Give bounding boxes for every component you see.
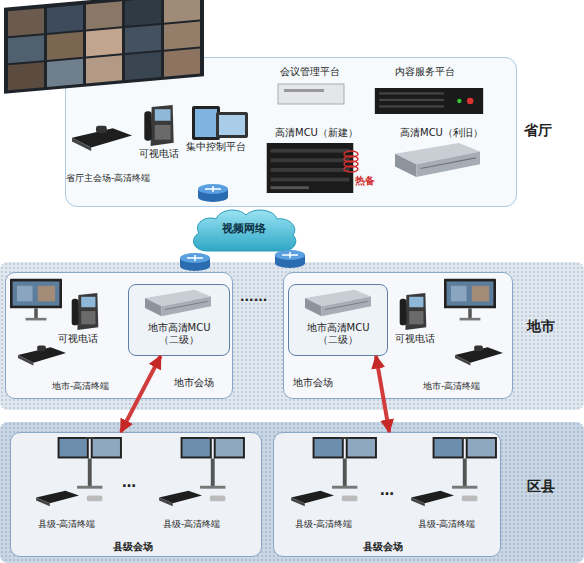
collage-tile	[125, 52, 161, 80]
collage-tile	[47, 59, 83, 87]
collage-tile	[86, 28, 122, 56]
collage-tile	[8, 8, 44, 36]
device-label: 地市-高清终端	[52, 381, 109, 392]
collage-tile	[86, 55, 122, 83]
content-server	[375, 88, 483, 114]
node-label: 地市高清MCU （二级）	[139, 322, 219, 346]
node-label: 地市会场	[293, 377, 333, 389]
router-icon	[275, 250, 305, 268]
device-label: 高清MCU（新建）	[275, 127, 358, 139]
device-label: ......	[240, 290, 267, 304]
device-label: 县级-高清终端	[38, 519, 95, 530]
device-label: 县级-高清终端	[418, 519, 475, 530]
device-label: 可视电话	[139, 148, 179, 160]
collage-tile	[164, 49, 200, 77]
device-label: 可视电话	[58, 333, 98, 345]
device-label: …	[122, 474, 136, 491]
device-label: 会议管理平台	[280, 66, 340, 78]
node-label: 县级会场	[113, 541, 153, 553]
node-label: 县级会场	[363, 541, 403, 553]
collage-tile	[164, 0, 200, 23]
device-label: 集中控制平台	[186, 141, 246, 153]
device-label: 县级-高清终端	[295, 519, 352, 530]
router-icon	[198, 184, 228, 202]
tablet-icon	[192, 106, 220, 140]
collage-tile	[47, 5, 83, 33]
collage-tile	[47, 32, 83, 60]
device-label: 内容服务平台	[395, 66, 455, 78]
management-device	[278, 84, 344, 104]
management-device	[284, 89, 324, 92]
device-label: 高清MCU（利旧）	[400, 127, 483, 139]
node-label: 地市会场	[174, 377, 214, 389]
router-icon	[180, 253, 210, 271]
device-label: 可视电话	[395, 333, 435, 345]
collage-tile	[164, 22, 200, 50]
node-label: 省厅	[524, 122, 552, 139]
tablet-icon	[216, 112, 248, 138]
node-label: 地市高清MCU （二级）	[298, 322, 378, 346]
node-label: 地市	[527, 318, 555, 335]
node-label: 区县	[527, 478, 555, 495]
collage-tile	[125, 0, 161, 26]
mcu-device	[267, 143, 354, 193]
collage-tile	[8, 62, 44, 90]
node-label: 视频网络	[188, 222, 300, 235]
collage-tile	[86, 1, 122, 29]
network-cloud: 视频网络	[188, 206, 300, 254]
collage-tile	[8, 35, 44, 63]
device-label: …	[380, 482, 394, 499]
collage-tile	[125, 25, 161, 53]
device-label: 省厅主会场-高清终端	[66, 173, 150, 184]
device-label: 县级-高清终端	[163, 519, 220, 530]
device-label: 地市-高清终端	[423, 381, 480, 392]
tablet-screen	[219, 115, 245, 135]
tablet-screen	[195, 109, 217, 137]
device-label: 热备	[355, 175, 375, 187]
